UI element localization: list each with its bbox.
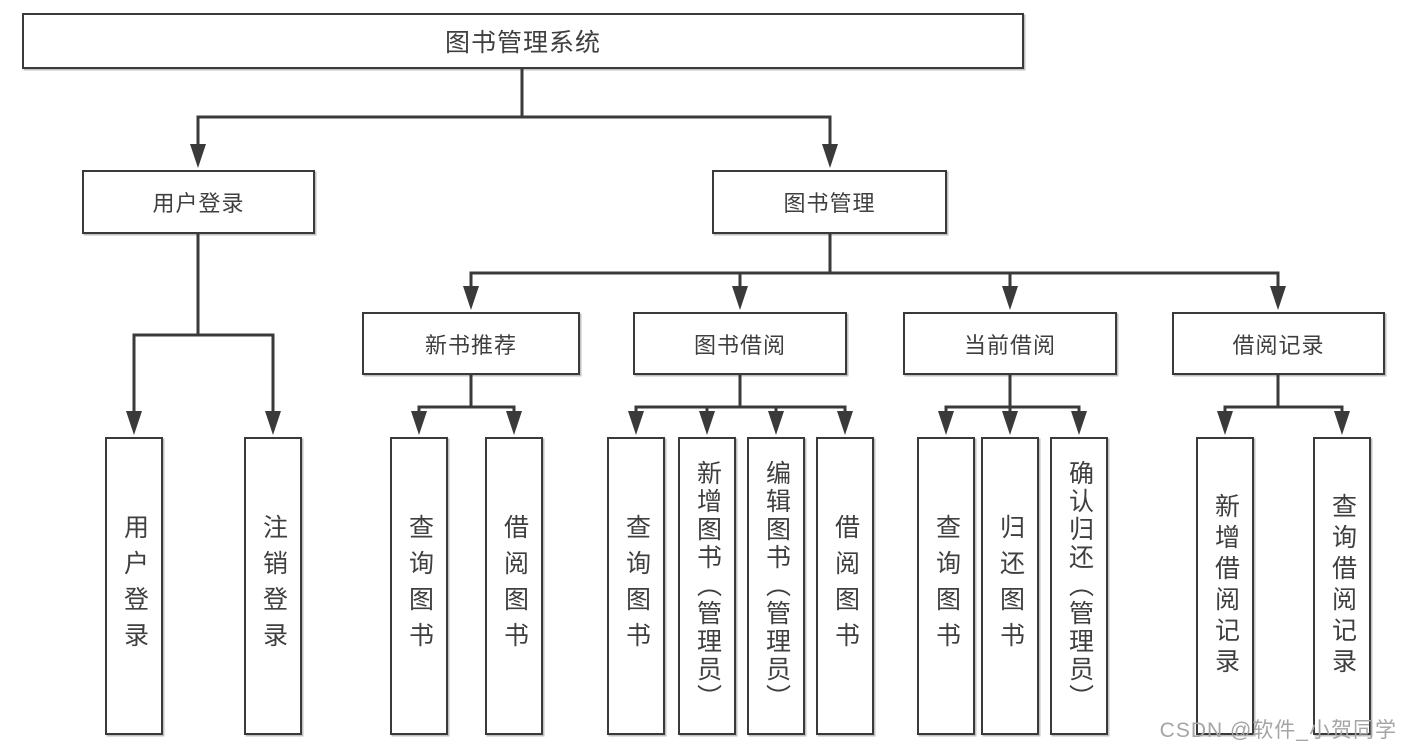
node-book-management-branch-label: 图书管理 [783, 191, 876, 216]
leaf-query-borrow-record: 查询借阅记录 [1313, 437, 1371, 735]
leaf-return-book: 归还图书 [981, 437, 1039, 735]
leaf-add-book-admin-label: 新增图书（管理员） [693, 460, 722, 712]
leaf-add-borrow-record: 新增借阅记录 [1196, 437, 1254, 735]
leaf-query-books-recommend: 查询图书 [390, 437, 448, 735]
node-new-book-recommend-label: 新书推荐 [424, 332, 517, 358]
leaf-query-books-borrowing: 查询图书 [607, 437, 665, 735]
leaf-logout: 注销登录 [244, 437, 302, 735]
leaf-confirm-return-admin: 确认归还（管理员） [1050, 437, 1108, 735]
leaf-add-borrow-record-label: 新增借阅记录 [1211, 493, 1240, 679]
leaf-user-login-label: 用户登录 [120, 514, 149, 658]
node-book-borrowing: 图书借阅 [633, 312, 847, 375]
leaf-edit-book-admin: 编辑图书（管理员） [747, 437, 805, 735]
leaf-edit-book-admin-label: 编辑图书（管理员） [762, 460, 791, 712]
node-book-borrowing-label: 图书借阅 [693, 332, 786, 358]
leaf-query-borrow-record-label: 查询借阅记录 [1328, 493, 1357, 679]
leaf-user-login: 用户登录 [105, 437, 163, 735]
node-current-borrowing: 当前借阅 [903, 312, 1117, 375]
node-borrowing-records: 借阅记录 [1172, 312, 1385, 375]
leaf-confirm-return-admin-label: 确认归还（管理员） [1065, 460, 1094, 712]
csdn-watermark: CSDN @软件_小贺同学 [1159, 719, 1397, 742]
leaf-query-books-current-label: 查询图书 [932, 514, 961, 658]
node-root-label: 图书管理系统 [444, 29, 601, 57]
leaf-logout-label: 注销登录 [259, 514, 288, 658]
node-current-borrowing-label: 当前借阅 [963, 332, 1056, 358]
node-borrowing-records-label: 借阅记录 [1232, 332, 1325, 358]
leaf-query-books-recommend-label: 查询图书 [405, 514, 434, 658]
leaf-borrow-books-borrowing: 借阅图书 [816, 437, 874, 735]
leaf-add-book-admin: 新增图书（管理员） [678, 437, 736, 735]
leaf-query-books-current: 查询图书 [917, 437, 975, 735]
leaf-return-book-label: 归还图书 [996, 514, 1025, 658]
node-user-login-branch-label: 用户登录 [152, 191, 245, 216]
node-root-system: 图书管理系统 [22, 13, 1024, 69]
leaf-borrow-books-borrowing-label: 借阅图书 [831, 514, 860, 658]
leaf-borrow-books-recommend: 借阅图书 [485, 437, 543, 735]
node-user-login-branch: 用户登录 [82, 170, 315, 234]
node-new-book-recommend: 新书推荐 [362, 312, 580, 375]
leaf-borrow-books-recommend-label: 借阅图书 [500, 514, 529, 658]
leaf-query-books-borrowing-label: 查询图书 [622, 514, 651, 658]
node-book-management-branch: 图书管理 [712, 170, 947, 234]
